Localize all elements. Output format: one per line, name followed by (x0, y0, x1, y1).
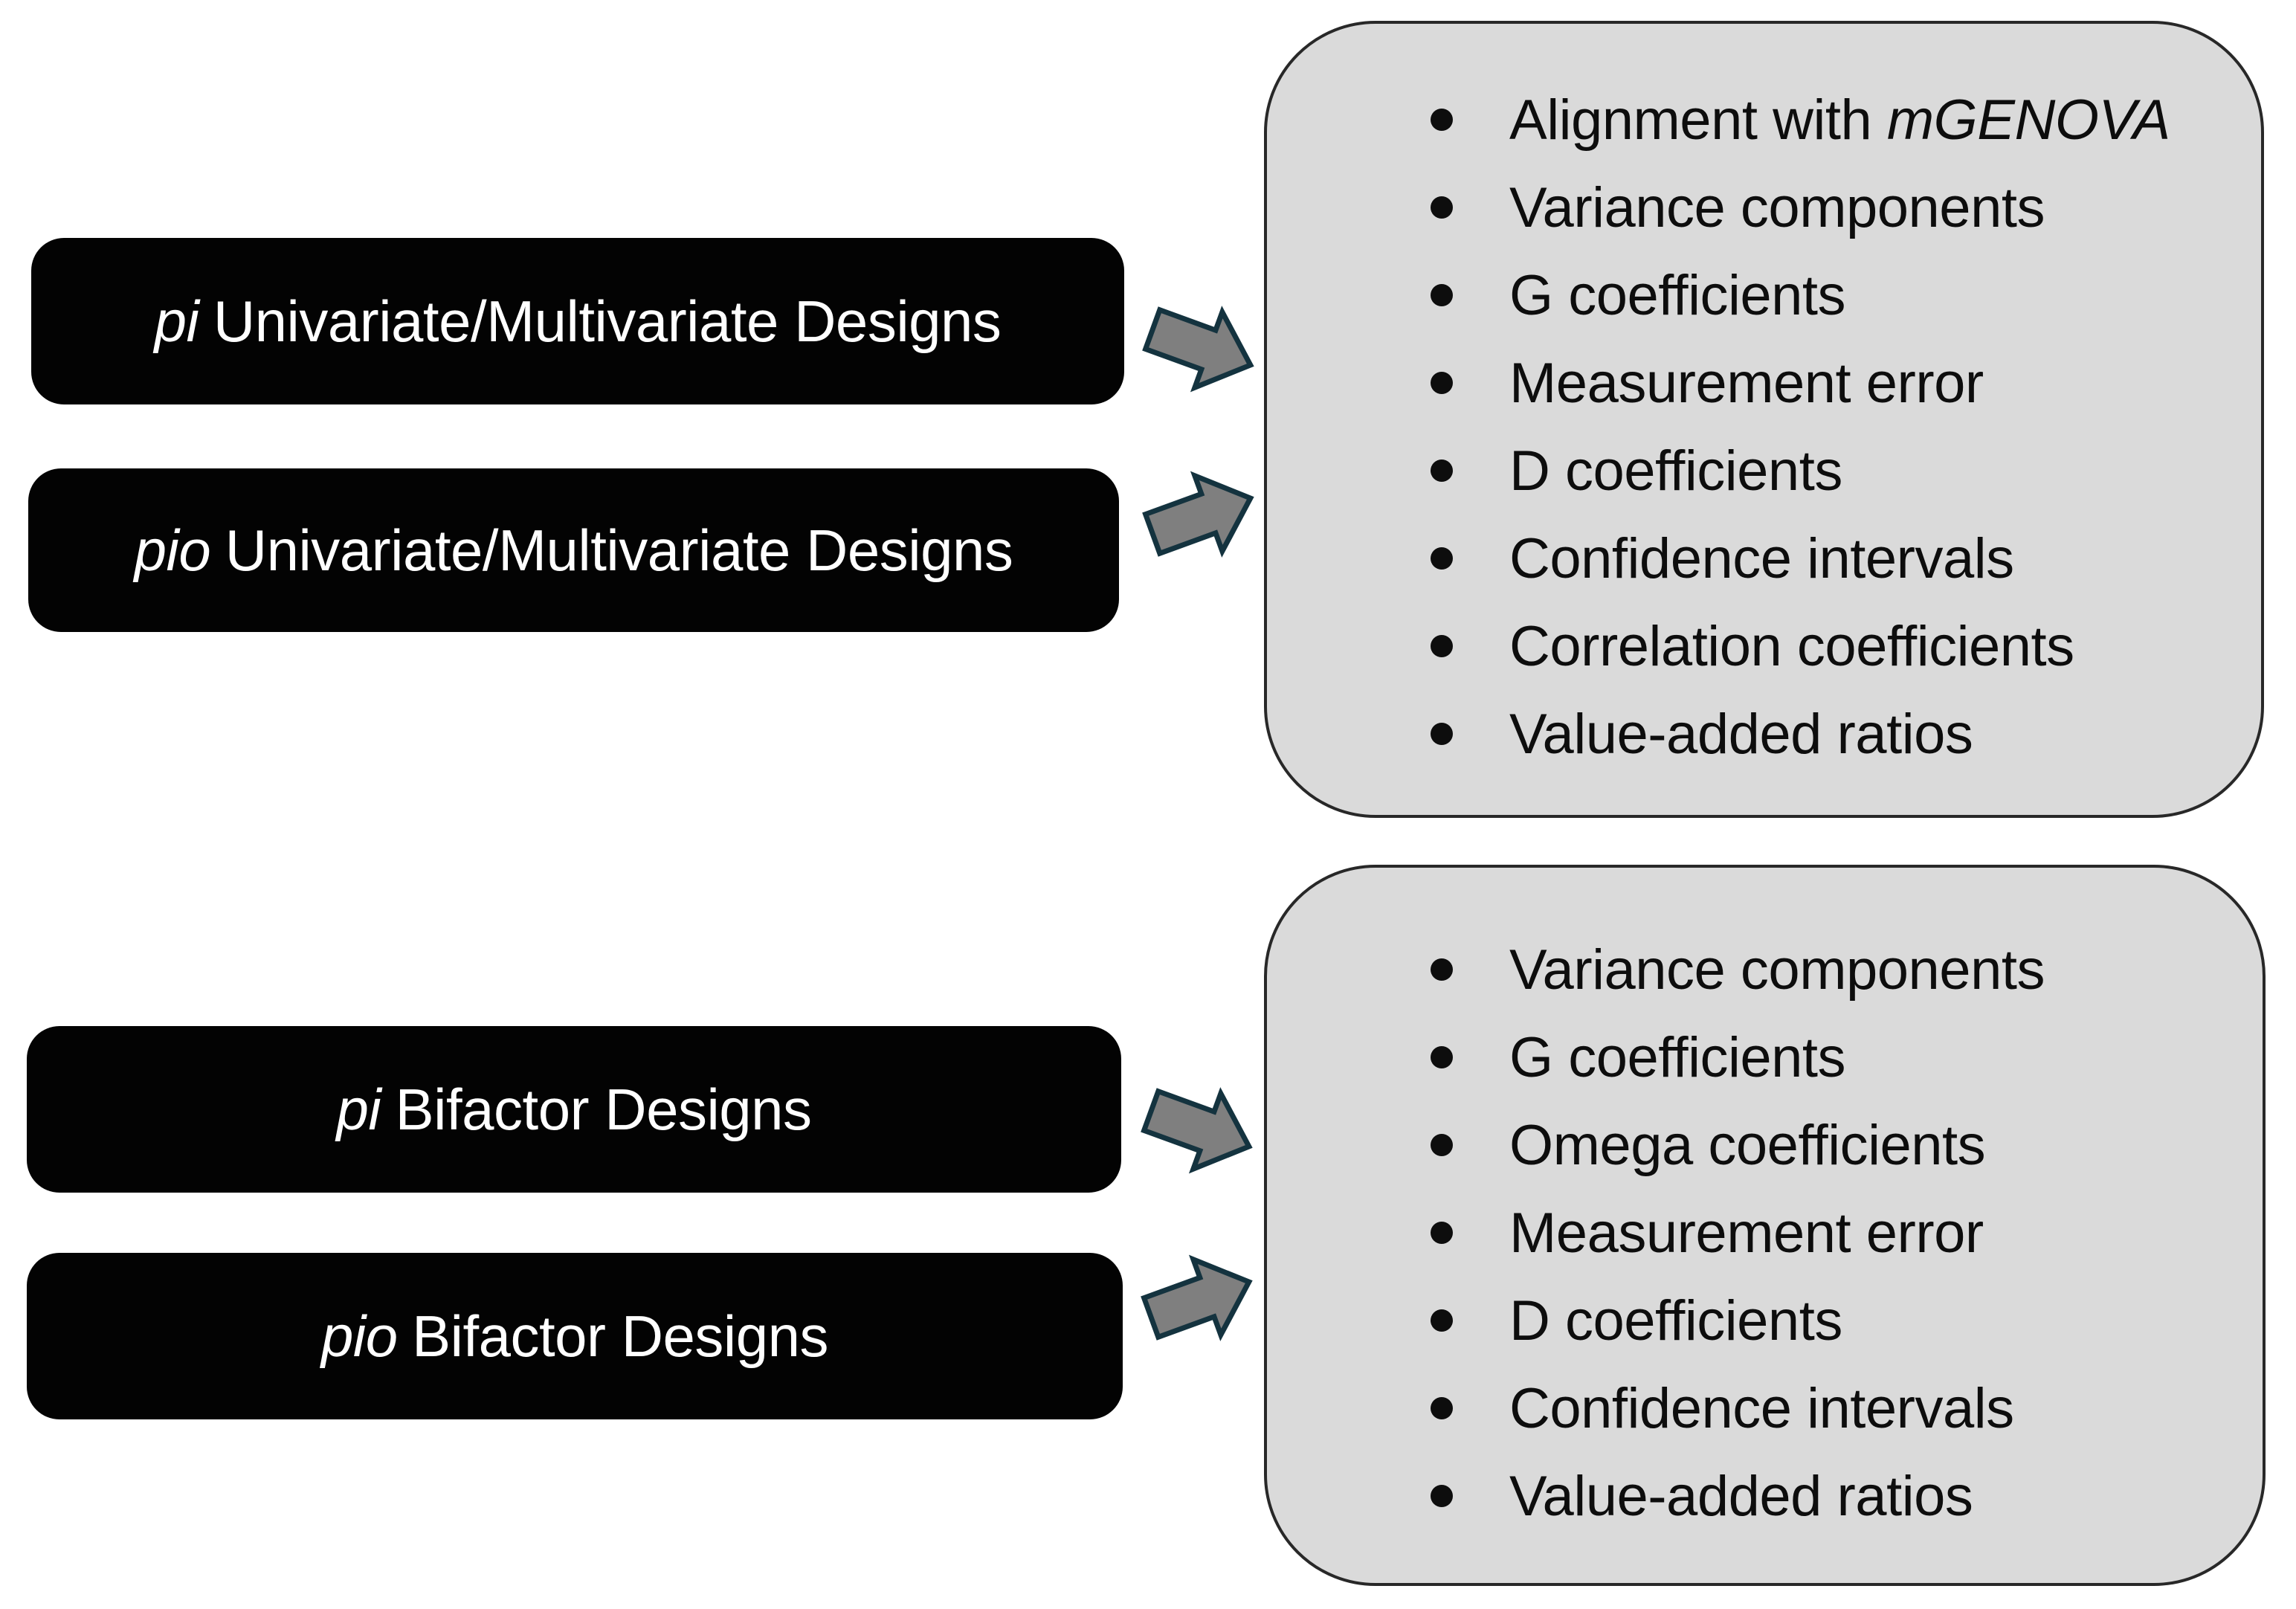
bullet-item: G coefficients (1267, 251, 2261, 339)
bullet-item: Value-added ratios (1267, 1452, 2263, 1540)
design-box-label: Univariate/Multivariate Designs (225, 517, 1013, 583)
design-box-label: Bifactor Designs (412, 1303, 828, 1369)
design-box-label: Univariate/Multivariate Designs (213, 288, 1002, 354)
bullet-dot-icon (1431, 723, 1453, 745)
bullet-text: Variance components (1509, 938, 2045, 1002)
output-panel-bifactor: Variance components G coefficients Omega… (1264, 865, 2266, 1586)
flow-arrow-icon (1134, 455, 1269, 577)
bullet-dot-icon (1431, 1134, 1453, 1156)
bullet-dot-icon (1431, 109, 1453, 131)
bullet-item: Variance components (1267, 926, 2263, 1013)
design-box-prefix: pio (321, 1303, 398, 1369)
bullet-dot-icon (1431, 958, 1453, 981)
bullet-list: Variance components G coefficients Omega… (1267, 868, 2263, 1583)
bullet-dot-icon (1431, 1397, 1453, 1419)
bullet-item: D coefficients (1267, 427, 2261, 515)
bullet-item: Measurement error (1267, 1189, 2263, 1277)
design-box-prefix: pi (336, 1076, 381, 1142)
bullet-dot-icon (1431, 196, 1453, 219)
bullet-item: G coefficients (1267, 1013, 2263, 1101)
bullet-text-italic: mGENOVA (1886, 88, 2170, 152)
bullet-item: Confidence intervals (1267, 1364, 2263, 1452)
bullet-text: Value-added ratios (1509, 702, 1973, 766)
bullet-text: D coefficients (1509, 1289, 1842, 1352)
bullet-text: Confidence intervals (1509, 1376, 2014, 1440)
flow-arrow-icon (1132, 1239, 1268, 1361)
bullet-dot-icon (1431, 1046, 1453, 1068)
bullet-item: Value-added ratios (1267, 690, 2261, 778)
bullet-item: Omega coefficients (1267, 1101, 2263, 1189)
bullet-text: Measurement error (1509, 351, 1984, 415)
design-box-prefix: pio (134, 517, 211, 583)
bullet-text: Value-added ratios (1509, 1464, 1973, 1528)
bullet-item: Alignment with mGENOVA (1267, 76, 2261, 164)
bullet-dot-icon (1431, 547, 1453, 570)
bullet-text: G coefficients (1509, 263, 1846, 327)
bullet-item: Measurement error (1267, 339, 2261, 427)
bullet-list: Alignment with mGENOVA Variance componen… (1267, 24, 2261, 815)
flow-arrow-icon (1134, 286, 1269, 408)
bullet-text: Measurement error (1509, 1201, 1984, 1265)
flow-arrow-icon (1132, 1068, 1268, 1190)
bullet-dot-icon (1431, 460, 1453, 482)
bullet-text: Variance components (1509, 175, 2045, 239)
bullet-dot-icon (1431, 1222, 1453, 1244)
output-panel-univariate: Alignment with mGENOVA Variance componen… (1264, 21, 2264, 818)
bullet-text: G coefficients (1509, 1025, 1846, 1089)
bullet-text: Omega coefficients (1509, 1113, 1986, 1177)
bullet-item: Confidence intervals (1267, 515, 2261, 602)
bullet-text: Confidence intervals (1509, 526, 2014, 590)
bullet-dot-icon (1431, 1309, 1453, 1332)
bullet-dot-icon (1431, 284, 1453, 306)
bullet-item: D coefficients (1267, 1277, 2263, 1364)
bullet-text: D coefficients (1509, 439, 1842, 503)
bullet-item: Correlation coefficients (1267, 602, 2261, 690)
design-box-prefix: pi (154, 288, 199, 354)
bullet-dot-icon (1431, 635, 1453, 657)
design-box-label: Bifactor Designs (395, 1076, 812, 1142)
bullet-text: Alignment with (1509, 88, 1887, 152)
bullet-dot-icon (1431, 1485, 1453, 1507)
bullet-dot-icon (1431, 372, 1453, 394)
bullet-text: Correlation coefficients (1509, 614, 2074, 678)
bullet-item: Variance components (1267, 164, 2261, 251)
